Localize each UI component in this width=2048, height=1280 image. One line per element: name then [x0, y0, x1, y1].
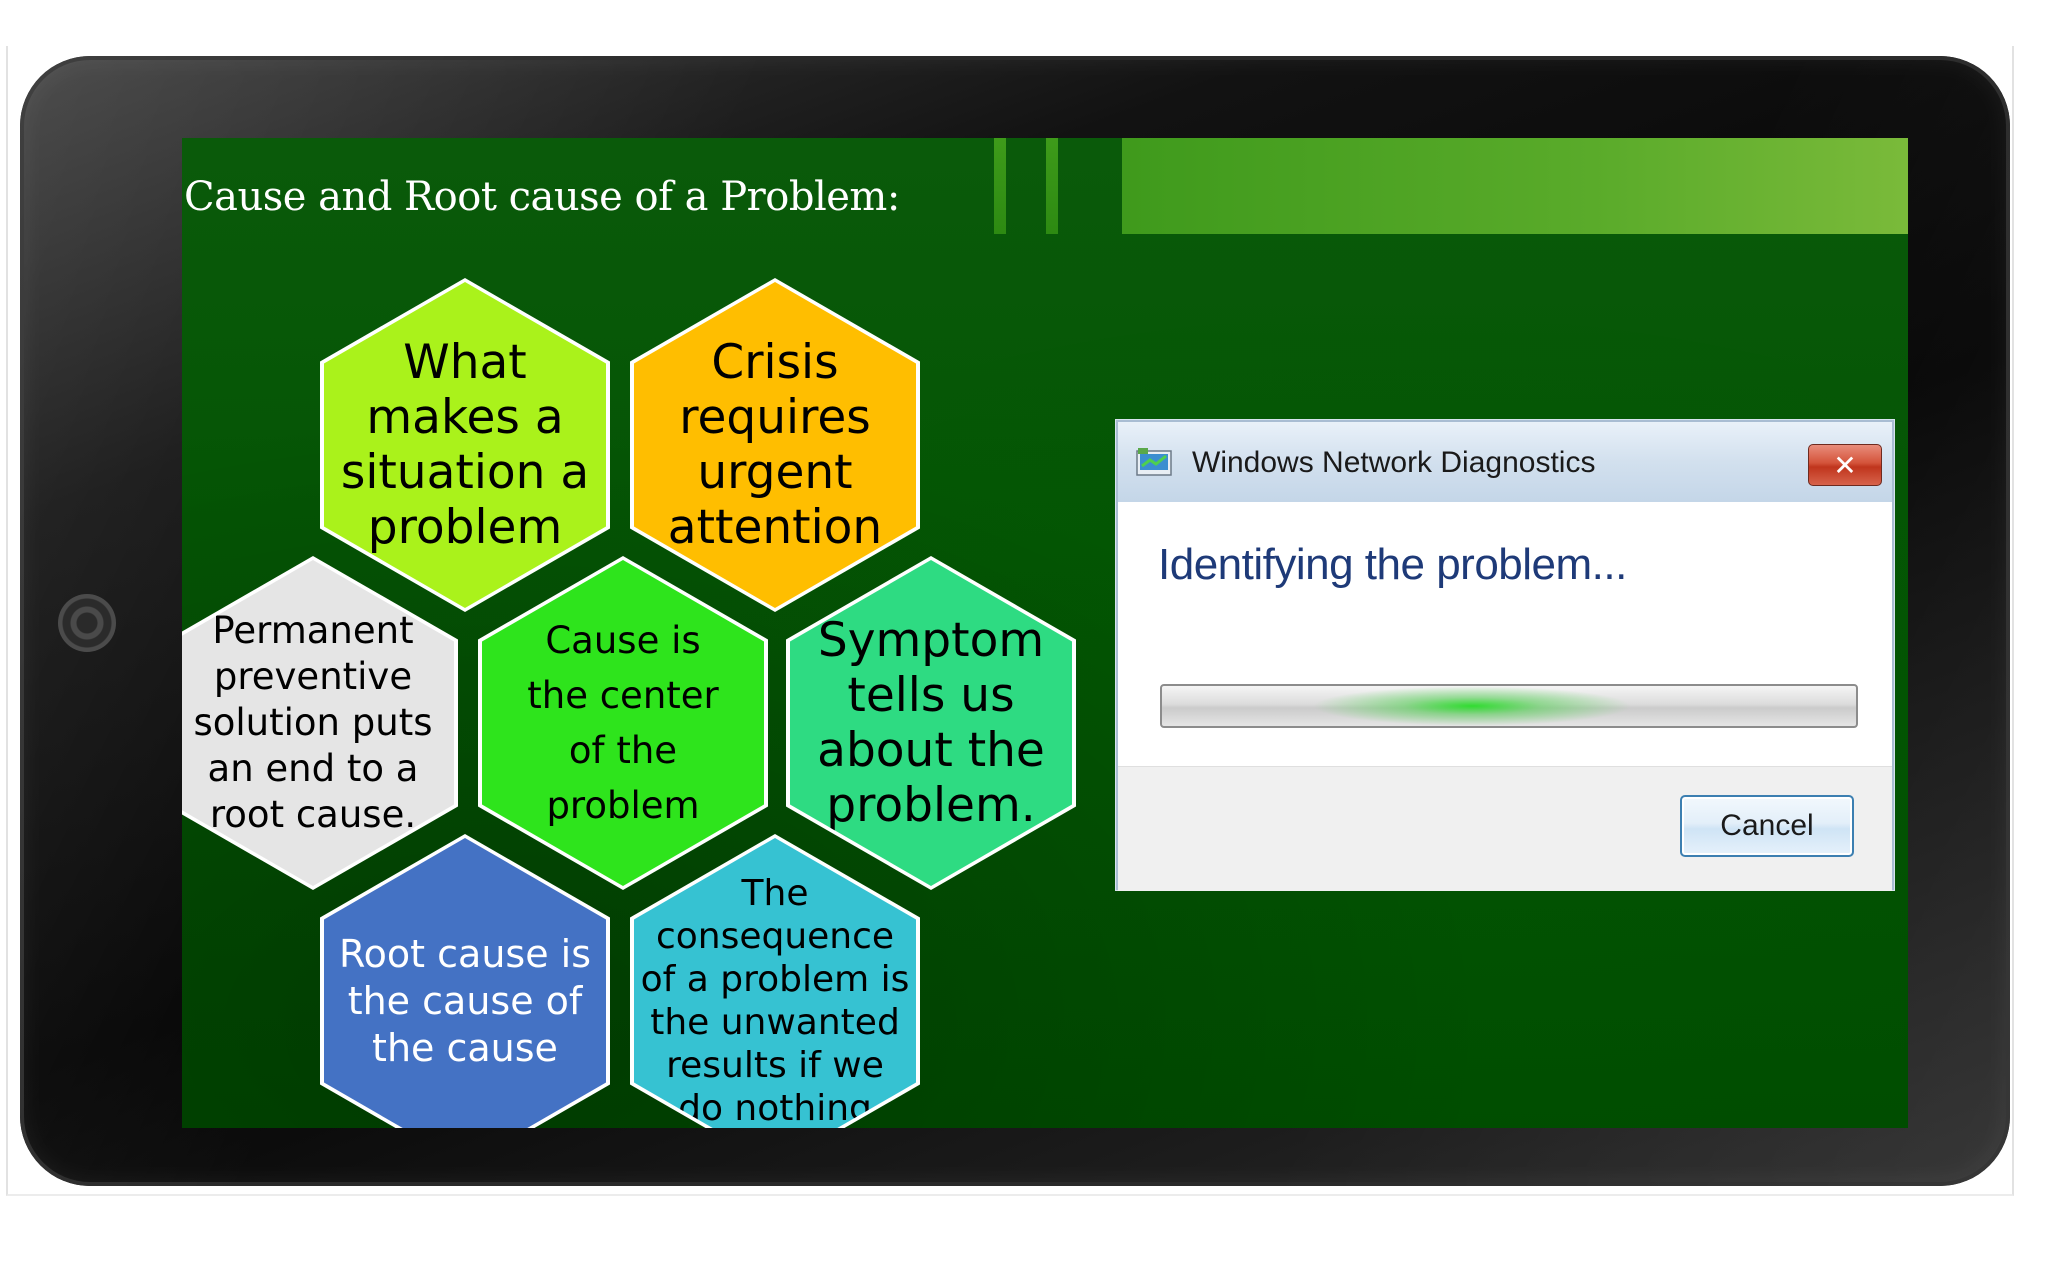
hexagon-crisis: Crisis requires urgent attention: [630, 278, 920, 612]
dialog-footer: Cancel: [1118, 766, 1892, 891]
hexagon-symptom: Symptom tells us about the problem.: [786, 556, 1076, 890]
camera-icon: [58, 594, 116, 652]
progress-indicator: [1312, 686, 1632, 726]
slide-title: Cause and Root cause of a Problem:: [184, 174, 900, 220]
hexagon-label: Permanent preventive solution puts an en…: [193, 609, 433, 836]
hexagon-label: Cause is the center of the problem: [527, 619, 719, 827]
hexagon-label: Symptom tells us about the problem.: [817, 613, 1045, 833]
hexagon-fill: The consequence of a problem is the unwa…: [634, 838, 916, 1128]
dialog-status-heading: Identifying the problem...: [1158, 540, 1627, 589]
dialog-titlebar[interactable]: Windows Network Diagnostics ✕: [1118, 422, 1892, 502]
close-icon: ✕: [1833, 448, 1857, 482]
network-diagnostics-icon: [1136, 448, 1172, 476]
page-frame: [6, 46, 2014, 1196]
close-button[interactable]: ✕: [1808, 444, 1882, 486]
network-diagnostics-dialog: Windows Network Diagnostics ✕ Identifyin…: [1116, 420, 1894, 891]
hexagon-label: The consequence of a problem is the unwa…: [640, 873, 910, 1128]
hexagon-label: Root cause is the cause of the cause: [338, 931, 592, 1070]
decor-stripe: [1046, 138, 1058, 234]
cancel-button[interactable]: Cancel: [1680, 795, 1854, 857]
dialog-title: Windows Network Diagnostics: [1192, 446, 1596, 479]
hexagon-cause-center: Cause is the center of the problem: [478, 556, 768, 890]
hexagon-label: What makes a situation a problem: [340, 335, 590, 555]
decor-stripe: [994, 138, 1006, 234]
hexagon-label: Crisis requires urgent attention: [667, 335, 883, 555]
hexagon-fill: Crisis requires urgent attention: [634, 282, 916, 608]
title-accent-band: [1122, 138, 1908, 234]
progress-bar: [1160, 684, 1858, 728]
